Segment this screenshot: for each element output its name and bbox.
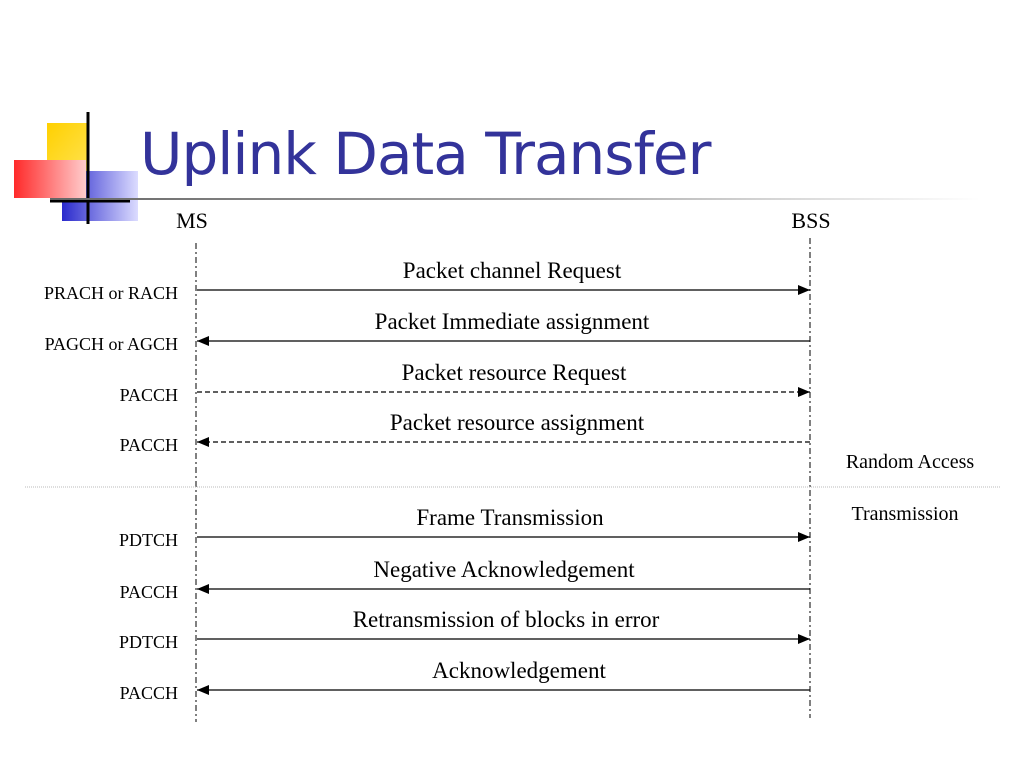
- entity-ms-label: MS: [176, 208, 208, 233]
- message-label-4: Packet resource assignment: [390, 410, 645, 435]
- message-label-8: Acknowledgement: [432, 658, 606, 683]
- channel-label-1: PRACH or RACH: [44, 283, 178, 303]
- message-label-3: Packet resource Request: [402, 360, 627, 385]
- channel-label-8: PACCH: [120, 683, 178, 703]
- channel-label-5: PDTCH: [119, 530, 178, 550]
- phase-transmission-label: Transmission: [851, 503, 958, 525]
- channel-label-7: PDTCH: [119, 632, 178, 652]
- entity-bss-label: BSS: [791, 208, 830, 233]
- message-label-7: Retransmission of blocks in error: [353, 607, 660, 632]
- channel-label-2: PAGCH or AGCH: [45, 334, 178, 354]
- channel-label-4: PACCH: [120, 435, 178, 455]
- slide-title: Uplink Data Transfer: [140, 120, 711, 188]
- title-underline: [50, 198, 980, 200]
- channel-label-3: PACCH: [120, 385, 178, 405]
- decorative-squares-logo: [14, 112, 138, 224]
- message-label-1: Packet channel Request: [403, 258, 622, 283]
- red-square: [14, 160, 86, 198]
- message-label-5: Frame Transmission: [416, 505, 604, 530]
- channel-label-6: PACCH: [120, 582, 178, 602]
- message-label-6: Negative Acknowledgement: [373, 557, 635, 582]
- phase-random-access-label: Random Access: [846, 451, 975, 473]
- message-label-2: Packet Immediate assignment: [375, 309, 650, 334]
